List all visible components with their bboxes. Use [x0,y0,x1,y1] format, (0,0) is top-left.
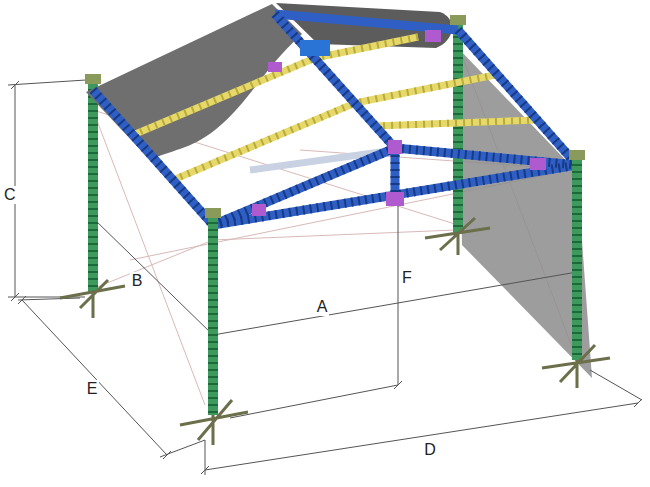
towers [85,15,585,415]
tower-bases [60,218,610,445]
dimension-lines [8,80,642,475]
dimension-label: E [85,380,100,398]
side-wall [458,48,592,378]
dimension-label: C [2,186,18,204]
dimension-label: B [130,272,145,290]
dimension-label: D [422,441,438,459]
dimension-label: F [400,269,414,287]
towers [93,22,458,292]
dimension-label: A [315,298,330,316]
roof-trusses [93,14,577,225]
